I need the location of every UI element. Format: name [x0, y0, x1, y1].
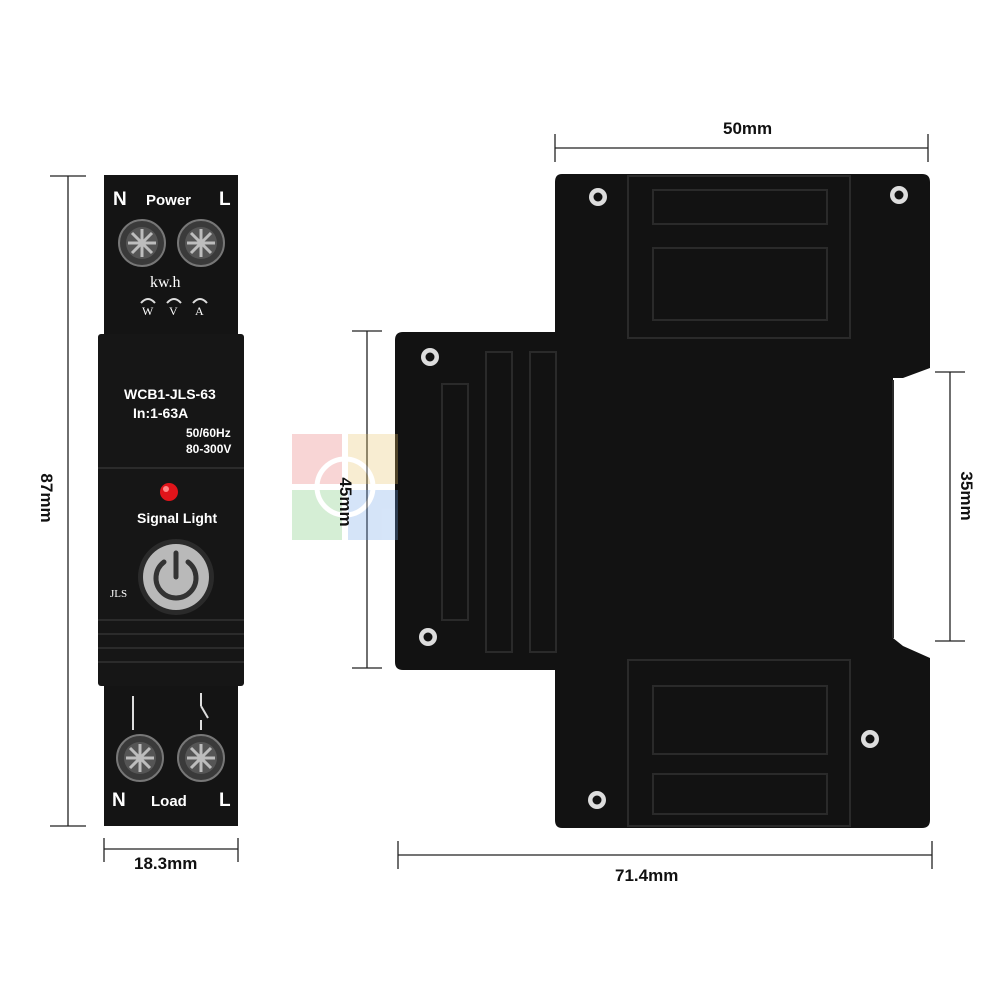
frequency-label: 50/60Hz — [186, 426, 231, 440]
top-l-label: L — [219, 189, 231, 210]
depth-dimension-label: 71.4mm — [615, 866, 679, 885]
mounting-hole — [588, 791, 606, 809]
model-label: WCB1-JLS-63 — [124, 386, 216, 402]
dimension-line-depth — [397, 841, 933, 869]
dimension-line-top-width — [554, 134, 929, 162]
load-label: Load — [151, 793, 187, 810]
current-rating-label: In:1-63A — [133, 405, 189, 421]
dimension-line-width-front — [103, 838, 239, 862]
top-n-label: N — [113, 189, 127, 210]
side-recess-panels — [441, 175, 894, 827]
mounting-hole — [421, 348, 439, 366]
power-button[interactable] — [138, 539, 214, 615]
load-switch-symbol — [132, 693, 209, 730]
dimension-line-side-height — [352, 330, 382, 669]
top-screw-l — [177, 219, 225, 267]
top-screw-n — [118, 219, 166, 267]
rail-dimension-label: 35mm — [957, 471, 976, 521]
bottom-screw-l — [177, 734, 225, 782]
indicator-w-label: W — [142, 304, 154, 318]
watermark-logo — [292, 434, 398, 540]
mounting-hole — [419, 628, 437, 646]
side-height-dimension-label: 45mm — [336, 477, 355, 527]
dimension-line-height — [50, 175, 86, 827]
mounting-hole — [589, 188, 607, 206]
bottom-n-label: N — [112, 790, 126, 811]
power-label: Power — [146, 192, 192, 209]
brand-label: JLS — [110, 588, 128, 600]
power-icon — [153, 559, 199, 601]
voltage-label: 80-300V — [186, 442, 232, 456]
mounting-hole — [890, 186, 908, 204]
bottom-l-label: L — [219, 790, 231, 811]
mounting-hole — [861, 730, 879, 748]
indicator-arcs — [140, 298, 208, 304]
top-width-dimension-label: 50mm — [723, 119, 773, 138]
indicator-a-label: A — [195, 304, 204, 318]
indicator-v-label: V — [169, 304, 178, 318]
kwh-label: kw.h — [150, 274, 181, 291]
bottom-screw-n — [116, 734, 164, 782]
signal-light-label: Signal Light — [137, 510, 218, 526]
dimension-line-rail — [935, 371, 965, 642]
front-width-dimension-label: 18.3mm — [134, 854, 198, 873]
